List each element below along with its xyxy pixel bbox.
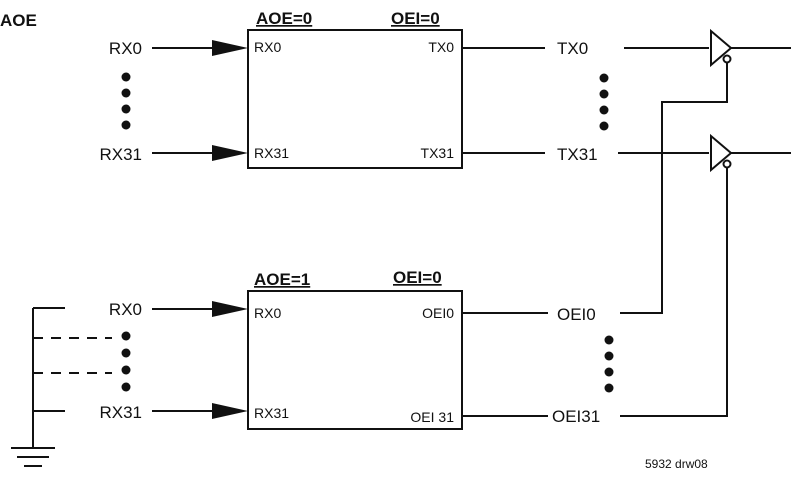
bottom-port-rx0: RX0 — [254, 305, 281, 321]
top-port-rx31: RX31 — [254, 145, 289, 161]
top-input-ellipsis-dot — [121, 88, 131, 98]
bottom-port-oei31: OEI 31 — [410, 409, 454, 425]
top-output-ellipsis-dot — [599, 89, 609, 99]
diagram-title: AOE — [0, 11, 37, 30]
bottom-input-ellipsis-dot — [121, 382, 131, 392]
bottom-input-ellipsis-dot — [121, 331, 131, 341]
drawing-reference-note: 5932 drw08 — [645, 457, 708, 471]
top-input-ellipsis-dot — [121, 72, 131, 82]
tristate-buffer-tx0 — [710, 28, 791, 68]
bottom-header-oei: OEI=0 — [393, 268, 442, 287]
buffer-enable-bubble-icon — [722, 54, 732, 64]
top-port-rx0: RX0 — [254, 39, 281, 55]
top-header-aoe: AOE=0 — [256, 9, 312, 28]
top-input-ellipsis-dot — [121, 104, 131, 114]
bottom-block-box — [247, 290, 463, 430]
top-input-rx0-arrow — [212, 40, 248, 56]
bottom-output-oei31-label: OEI31 — [552, 407, 600, 426]
bottom-input-rx31-label: RX31 — [99, 403, 142, 422]
bottom-input-ellipsis-dot — [121, 348, 131, 358]
bottom-input-rx0-label: RX0 — [109, 300, 142, 319]
tristate-buffer-tx31 — [710, 133, 791, 173]
bottom-output-ellipsis-dot — [604, 383, 614, 393]
top-output-ellipsis-dot — [599, 73, 609, 83]
top-input-rx31-label: RX31 — [99, 145, 142, 164]
bottom-input-rx0-arrow — [212, 301, 248, 317]
ground-symbol-icon — [11, 447, 55, 467]
top-input-ellipsis-dot — [121, 120, 131, 130]
buffer-triangle-icon — [710, 28, 733, 68]
buffer-triangle-icon — [710, 133, 733, 173]
bottom-output-oei0-label: OEI0 — [557, 305, 596, 324]
bottom-output-ellipsis-dot — [604, 367, 614, 377]
bottom-input-ellipsis-dot — [121, 365, 131, 375]
top-output-ellipsis-dot — [599, 121, 609, 131]
top-block-box — [247, 29, 463, 169]
bottom-output-ellipsis-dot — [604, 335, 614, 345]
bottom-input-rx31-arrow — [212, 403, 248, 419]
bottom-output-ellipsis-dot — [604, 351, 614, 361]
bottom-block: AOE=1 OEI=0 RX0 RX31 OEI0 OEI 31 RX0 RX3… — [11, 63, 728, 467]
oei0-enable-route-wire — [620, 63, 728, 314]
top-input-rx31-arrow — [212, 145, 248, 161]
top-output-tx31-label: TX31 — [557, 145, 598, 164]
top-header-oei: OEI=0 — [391, 9, 440, 28]
bottom-header-aoe: AOE=1 — [254, 270, 310, 289]
bottom-port-oei0: OEI0 — [422, 305, 454, 321]
top-input-rx0-label: RX0 — [109, 39, 142, 58]
buffer-enable-bubble-icon — [722, 159, 732, 169]
oei31-enable-route-wire — [620, 168, 728, 417]
top-output-ellipsis-dot — [599, 105, 609, 115]
top-port-tx31: TX31 — [421, 145, 455, 161]
top-output-tx0-label: TX0 — [557, 39, 588, 58]
top-block: AOE=0 OEI=0 RX0 RX31 TX0 TX31 RX0 RX31 T… — [99, 9, 709, 169]
bottom-port-rx31: RX31 — [254, 405, 289, 421]
top-port-tx0: TX0 — [428, 39, 454, 55]
